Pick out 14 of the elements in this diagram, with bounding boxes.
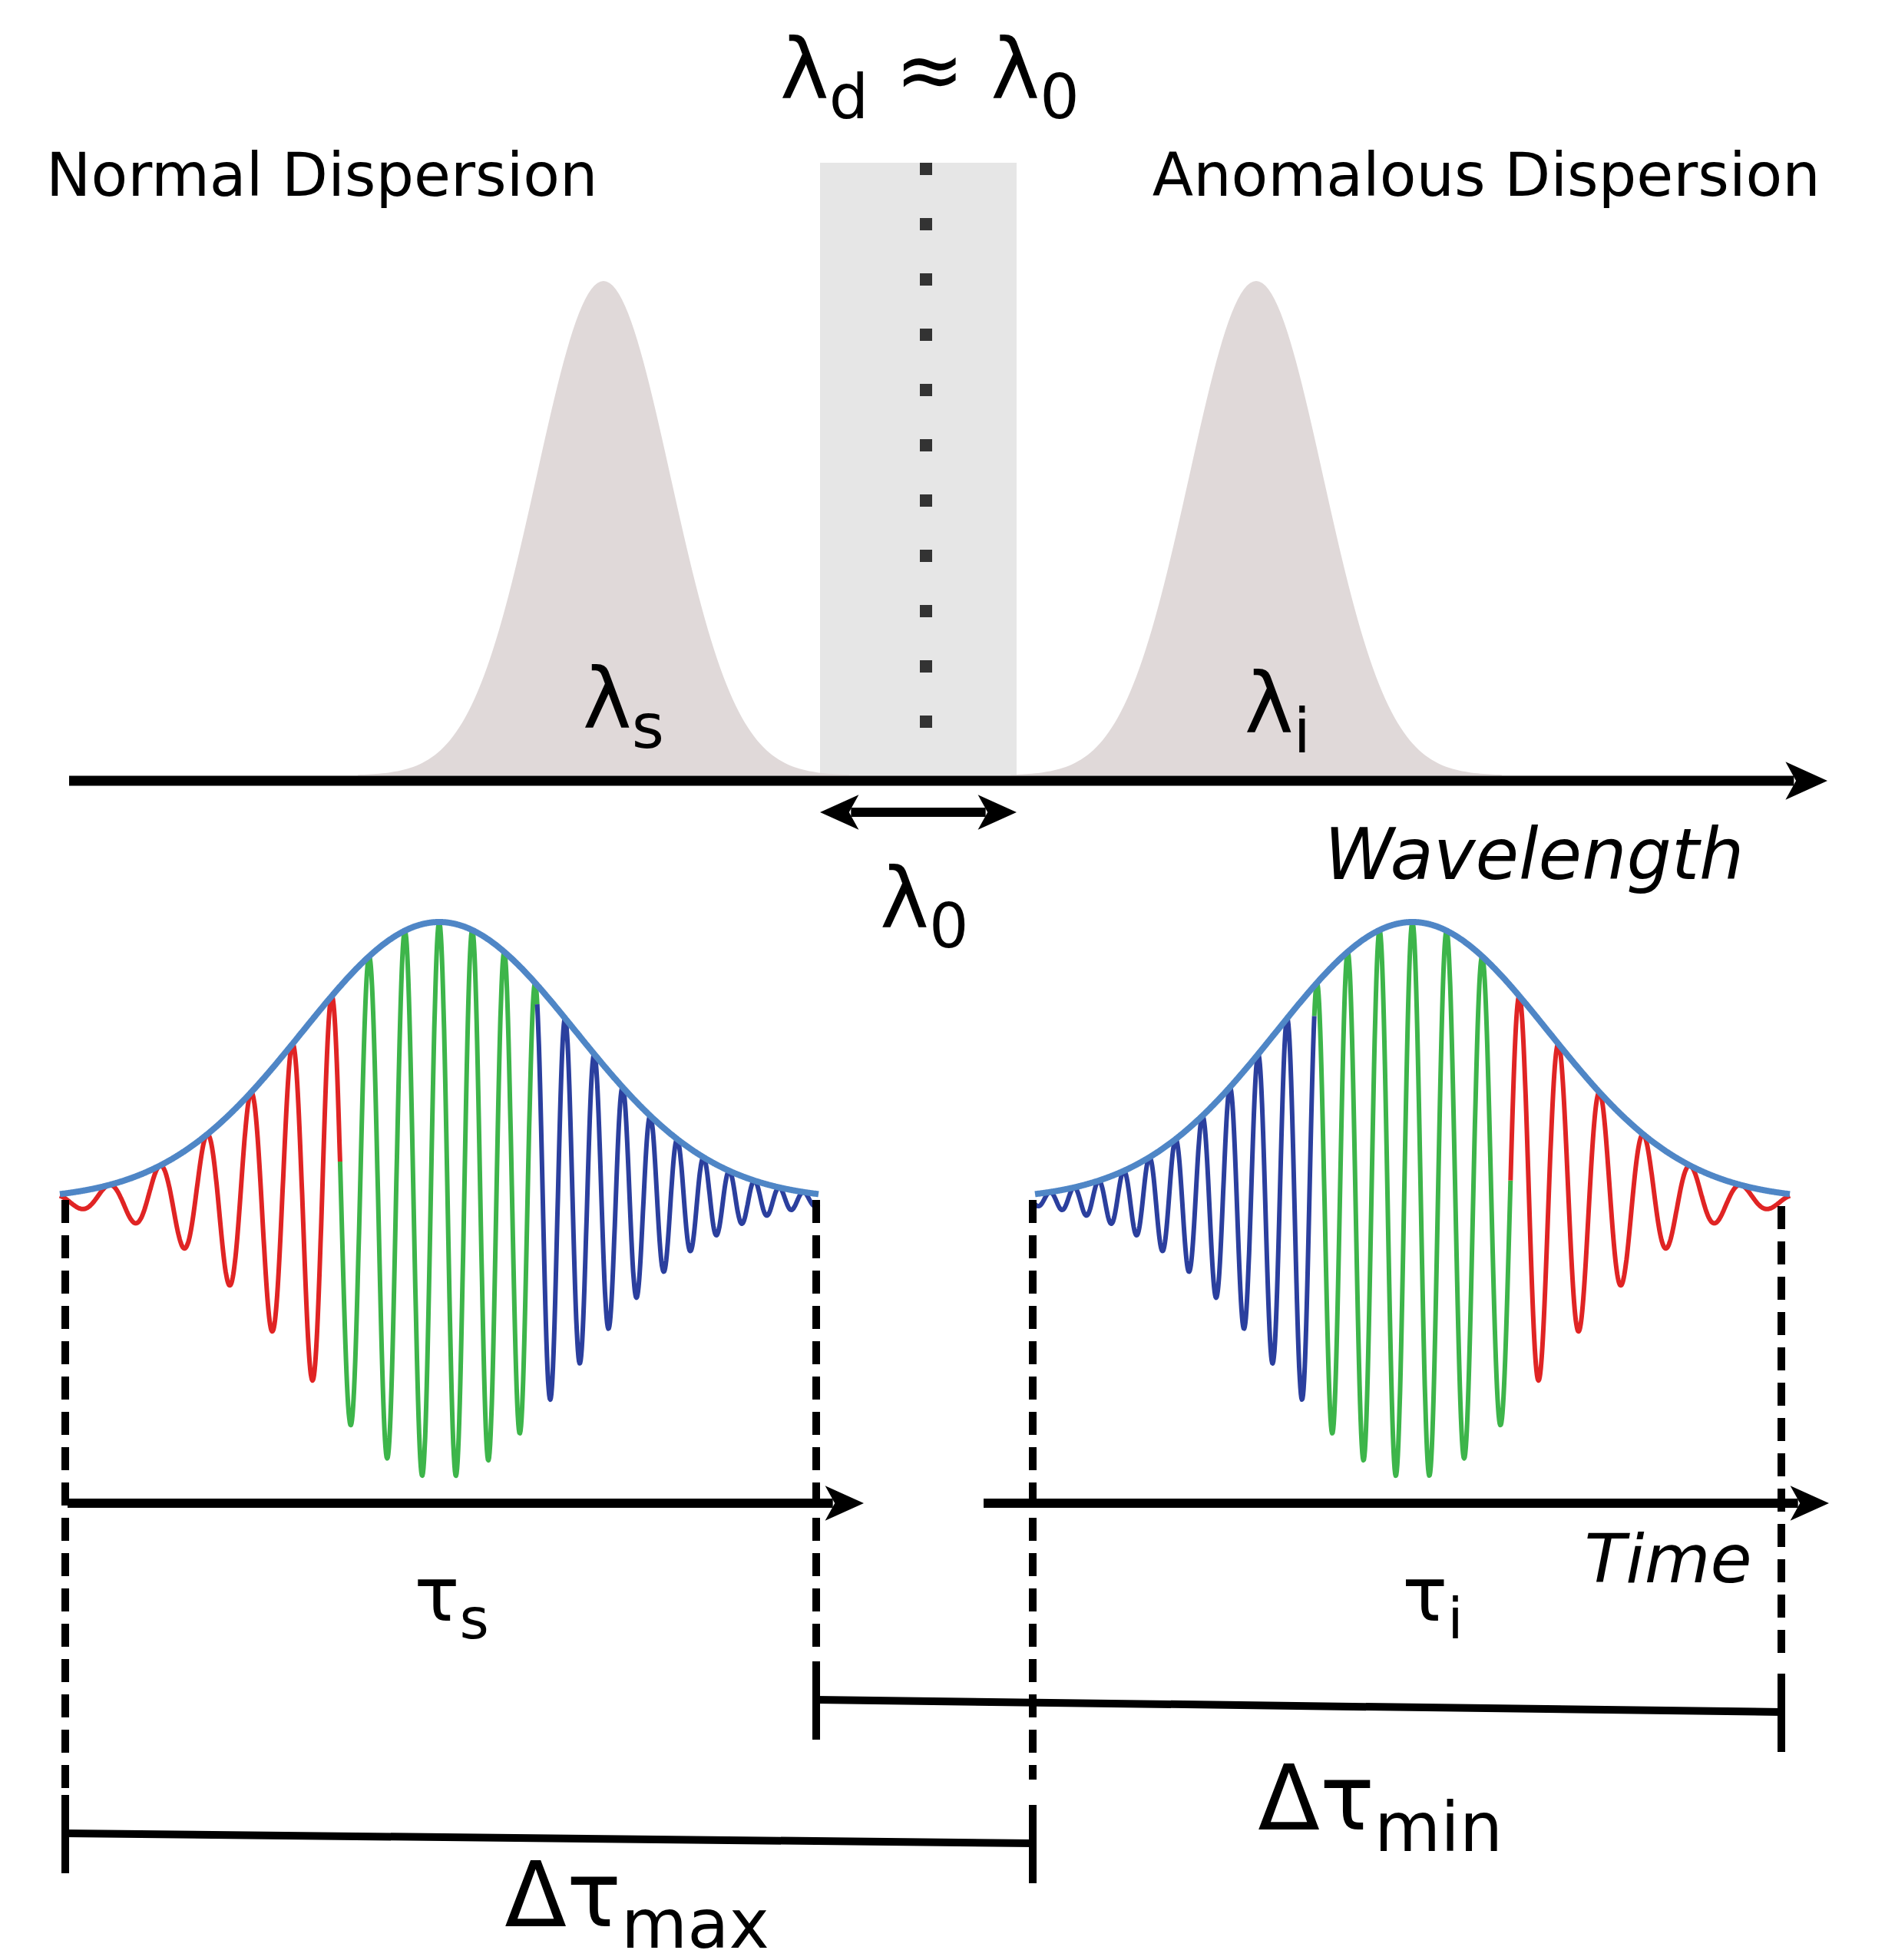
wavelength-symbol: λ$_{i}$ (1243, 655, 1312, 768)
duration-label: τ$_{i}$ (1401, 1549, 1464, 1653)
spectrum-peak (1010, 281, 1502, 775)
axis-label: Time (1583, 1519, 1753, 1601)
region-label: Normal Dispersion (45, 140, 599, 212)
formula-label: λ$_{d}$ ≈ λ$_{0}$ (779, 21, 1080, 134)
wavelength-symbol: λ$_{s}$ (581, 650, 665, 764)
symbol-label: λ$_{0}$ (879, 850, 970, 963)
spectrum-peak (358, 281, 849, 775)
duration-label: τ$_{s}$ (413, 1549, 490, 1653)
axis-label: Wavelength (1323, 812, 1745, 897)
delay-label: Δτ$_{max}$ (504, 1841, 770, 1960)
region-label: Anomalous Dispersion (1151, 140, 1821, 212)
delay-label: Δτ$_{min}$ (1257, 1744, 1503, 1869)
